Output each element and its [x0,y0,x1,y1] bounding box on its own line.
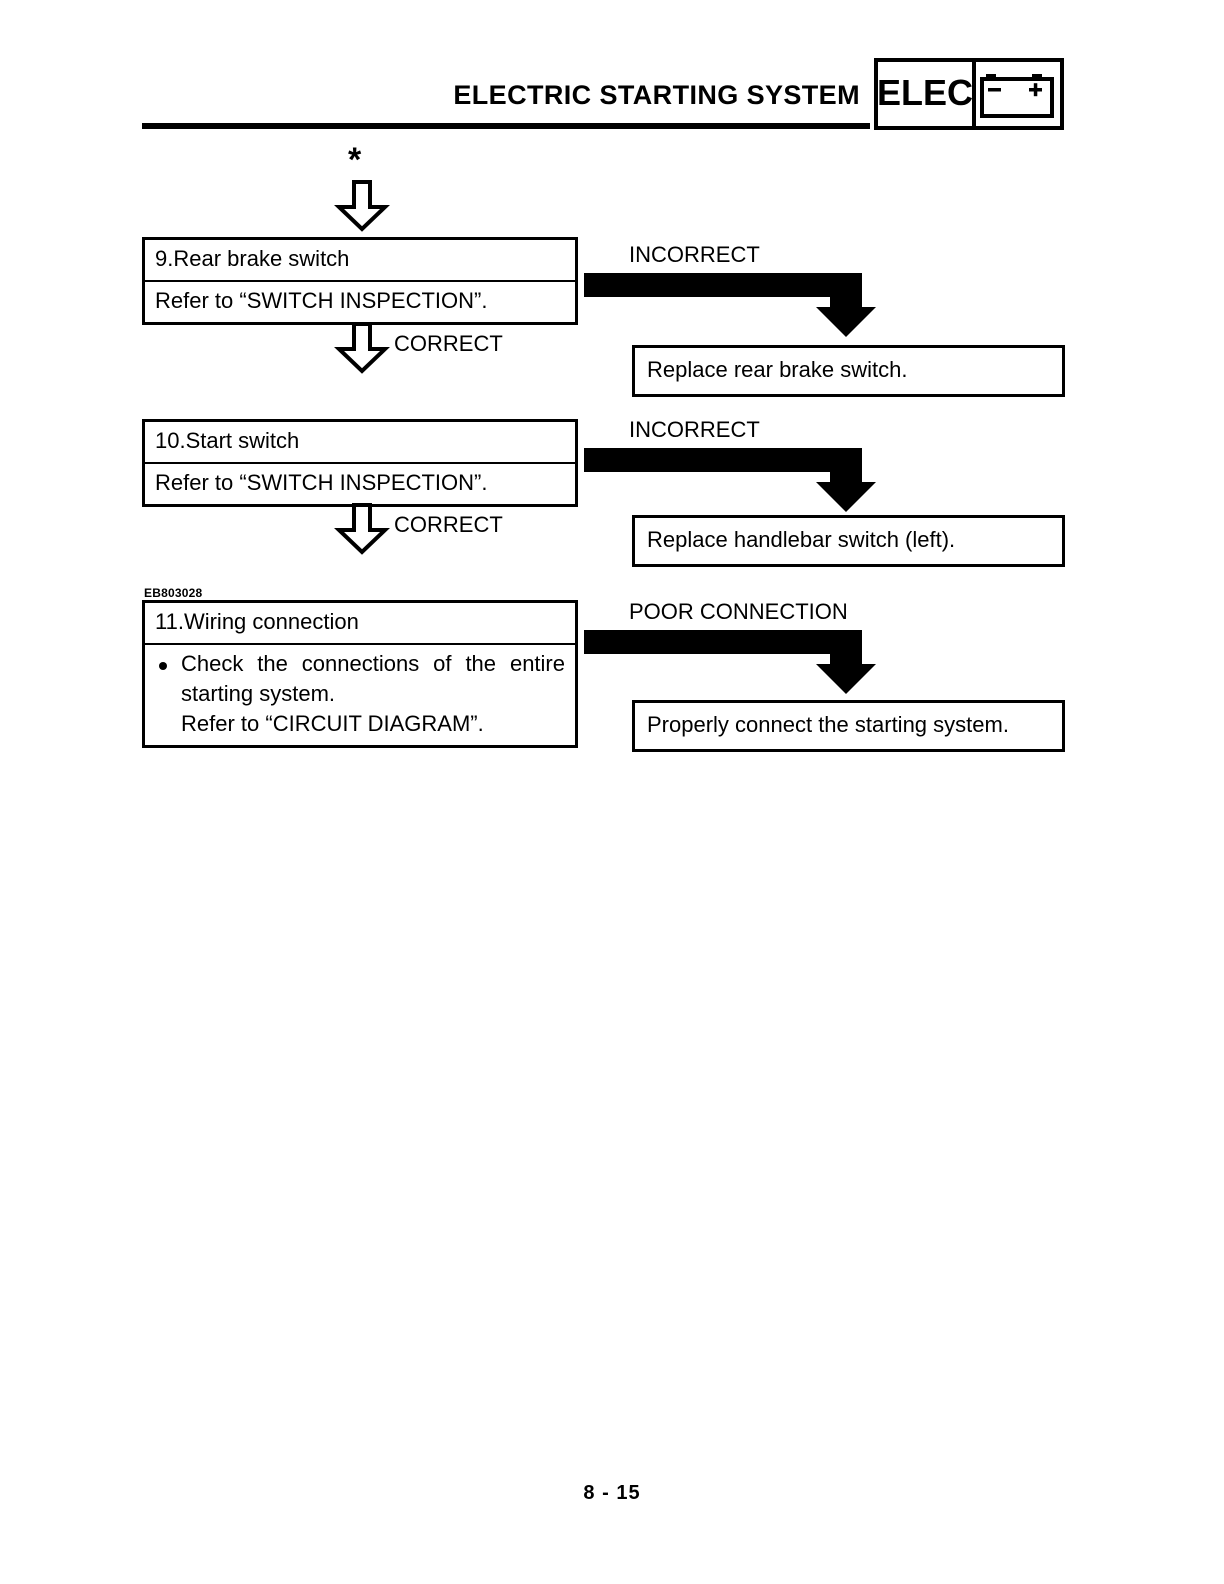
section-reference-code: EB803028 [144,586,203,600]
step-11-bullet-paragraph: Check the connections of the entire star… [155,649,565,739]
step-11-fail-arrow-icon [584,630,876,694]
entry-asterisk-marker: * [348,141,362,179]
step-9-pass-label: CORRECT [394,331,503,356]
step-9-fail-arrow-icon [584,273,876,337]
bullet-point-icon [159,662,167,670]
battery-icon [976,62,1060,126]
page-header: ELECTRIC STARTING SYSTEM ELEC [0,0,1224,140]
step-10-fail-action-box: Replace handlebar switch (left). [632,515,1065,567]
step-11-detail-line-1: Check the connections of the entire [181,651,565,676]
step-10-fail-arrow-icon [584,448,876,512]
step-9-title: 9.Rear brake switch [155,246,350,271]
step-10-fail-action-text: Replace handlebar switch (left). [647,527,956,552]
battery-icon-svg [980,74,1054,118]
step-11-detail: Check the connections of the entire star… [145,643,575,745]
step-10-title: 10.Start switch [155,428,300,453]
step-9-fail-label: INCORRECT [629,242,760,267]
step-10-fail-label: INCORRECT [629,417,760,442]
step-10-detail: Refer to “SWITCH INSPECTION”. [145,462,575,504]
step-9-pass-arrow-icon [334,322,390,374]
entry-down-arrow-icon [334,180,390,232]
step-11-fail-action-box: Properly connect the starting system. [632,700,1065,752]
page-number: 8 - 15 [583,1482,641,1504]
step-box-10: 10.Start switch Refer to “SWITCH INSPECT… [142,419,578,507]
step-11-detail-line-3: Refer to “CIRCUIT DIAGRAM”. [181,711,484,736]
step-10-pass-arrow-icon [334,503,390,555]
step-11-detail-line-2: starting system. [181,681,336,706]
page-title: ELECTRIC STARTING SYSTEM [453,80,860,110]
step-11-fail-action-text: Properly connect the starting system. [647,712,1009,737]
step-11-fail-label: POOR CONNECTION [629,599,848,624]
step-9-fail-action-text: Replace rear brake switch. [647,357,908,382]
step-9-detail: Refer to “SWITCH INSPECTION”. [145,280,575,322]
section-tag-elec: ELEC [874,58,1064,130]
section-tag-label: ELEC [877,62,976,126]
step-9-fail-action-box: Replace rear brake switch. [632,345,1065,397]
step-box-9: 9.Rear brake switch Refer to “SWITCH INS… [142,237,578,325]
step-10-pass-label: CORRECT [394,512,503,537]
step-11-title: 11.Wiring connection [155,609,359,634]
step-box-11: 11.Wiring connection Check the connectio… [142,600,578,748]
header-rule [142,123,870,129]
